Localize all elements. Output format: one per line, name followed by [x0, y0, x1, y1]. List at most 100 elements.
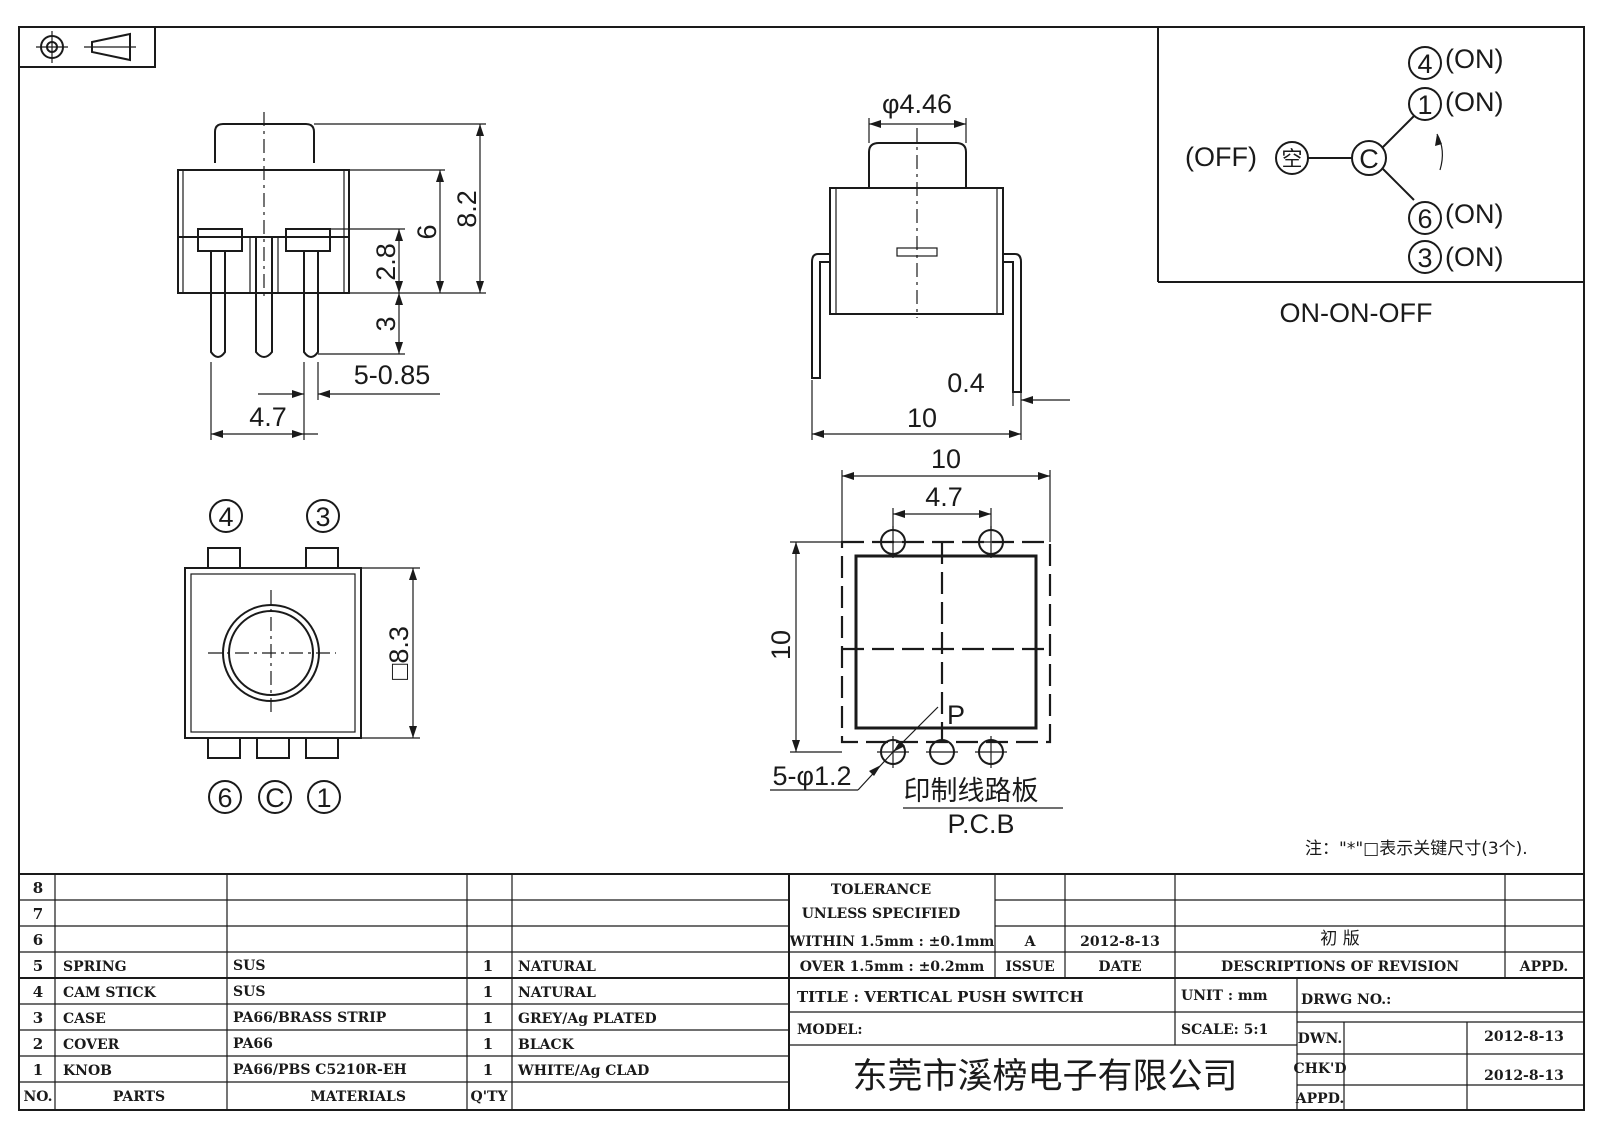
dim-4-7-front: 4.7 — [249, 402, 287, 432]
pin-1-label: 1 — [316, 783, 331, 813]
drawing-title: TITLE : VERTICAL PUSH SWITCH — [797, 988, 1084, 1006]
drawn-date: 2012-8-13 — [1484, 1029, 1564, 1045]
key-dimension-note: 注："*"□表示关键尺寸(3个). — [1305, 839, 1528, 859]
bom-material: PA66/BRASS STRIP — [233, 1010, 387, 1026]
bom-remark: GREY/Ag PLATED — [518, 1011, 657, 1027]
sheet-border — [18, 26, 1585, 1111]
bom-row: 5 SPRING SUS 1 NATURAL — [33, 957, 596, 975]
drawing-scale: SCALE: 5:1 — [1181, 1022, 1268, 1038]
checked-by-label: CHK'D — [1294, 1061, 1347, 1077]
bom-part: CAM STICK — [63, 985, 157, 1001]
schematic-pin-4: 4 — [1417, 49, 1432, 79]
bom-row: 1 KNOB PA66/PBS C5210R-EH 1 WHITE/Ag CLA… — [33, 1061, 649, 1079]
bom-header-qty: Q'TY — [471, 1089, 509, 1105]
pin-4-label: 4 — [218, 502, 233, 532]
bom-header-no: NO. — [23, 1089, 52, 1105]
title-block-grid — [19, 873, 1584, 1110]
schematic-pin-4-marker — [1408, 46, 1442, 80]
revision-date-header: DATE — [1098, 959, 1141, 975]
pcb-label-en: P.C.B — [947, 809, 1014, 839]
pcb-hole-pin-4 — [877, 526, 909, 558]
bom-header-materials: MATERIALS — [310, 1089, 406, 1105]
revision-desc-header: DESCRIPTIONS OF REVISION — [1221, 959, 1459, 975]
pin-1-marker — [307, 780, 341, 814]
schematic-off-label: (OFF) — [1185, 142, 1257, 172]
bom-header: NO. PARTS MATERIALS Q'TY — [23, 1089, 508, 1105]
pcb-layout — [840, 526, 1052, 768]
pcb-hole-pin-c — [926, 739, 958, 765]
side-view — [811, 128, 1022, 393]
dim-0-4: 0.4 — [947, 368, 985, 398]
bom-part: KNOB — [63, 1063, 112, 1079]
bom-material: SUS — [233, 958, 265, 974]
schematic-pin-6-marker — [1408, 201, 1442, 235]
revision-date: 2012-8-13 — [1080, 934, 1160, 950]
pin-4-marker — [209, 499, 243, 533]
bom-row: 3 CASE PA66/BRASS STRIP 1 GREY/Ag PLATED — [33, 1009, 657, 1027]
tolerance-line-3: WITHIN 1.5mm : ±0.1mm — [789, 934, 995, 950]
dim-8-2: 8.2 — [452, 190, 482, 228]
bom-row: 6 — [33, 931, 43, 949]
bom-no: 1 — [33, 1061, 43, 1079]
schematic-pin-1: 1 — [1417, 90, 1432, 120]
bom-remark: NATURAL — [518, 959, 596, 975]
schematic-pin-3-state: (ON) — [1445, 242, 1503, 272]
revision-block: A 2012-8-13 初 版 ISSUE DATE DESCRIPTIONS … — [1005, 929, 1568, 975]
title-info-block: TITLE : VERTICAL PUSH SWITCH UNIT : mm D… — [797, 988, 1564, 1107]
schematic-pin-6-state: (ON) — [1445, 199, 1503, 229]
bom-no: 6 — [33, 931, 43, 949]
dim-10-side: 10 — [907, 403, 937, 433]
drawing-unit: UNIT : mm — [1181, 988, 1268, 1004]
dim-5-0-85: 5-0.85 — [354, 360, 431, 390]
bom-table: 8 7 6 5 SPRING SUS 1 NATURAL 4 CAM STICK… — [23, 879, 656, 1105]
checked-date: 2012-8-13 — [1484, 1068, 1564, 1084]
pin-c-label: C — [265, 783, 285, 813]
schematic-pin-3: 3 — [1417, 243, 1432, 273]
pin-6-label: 6 — [217, 783, 232, 813]
bom-material: PA66/PBS C5210R-EH — [233, 1062, 407, 1078]
bom-material: PA66 — [233, 1036, 273, 1052]
bom-qty: 1 — [483, 1061, 493, 1079]
revision-issue-header: ISSUE — [1005, 959, 1054, 975]
bom-qty: 1 — [483, 1009, 493, 1027]
bom-part: CASE — [63, 1011, 106, 1027]
tolerance-line-2: UNLESS SPECIFIED — [802, 906, 961, 922]
schematic-pin-1-marker — [1408, 87, 1442, 121]
bom-material: SUS — [233, 984, 265, 1000]
bom-qty: 1 — [483, 957, 493, 975]
top-view: □8.3 — [184, 547, 420, 759]
third-angle-projection-icon — [36, 31, 136, 63]
bom-row: 2 COVER PA66 1 BLACK — [33, 1035, 575, 1053]
revision-issue: A — [1024, 934, 1037, 950]
schematic-empty-contact: 空 — [1282, 147, 1303, 171]
bom-row: 7 — [33, 905, 43, 923]
schematic-caption: ON-ON-OFF — [1280, 298, 1433, 328]
schematic-pin-3-marker — [1408, 240, 1442, 274]
bom-no: 3 — [33, 1009, 43, 1027]
bom-no: 2 — [33, 1035, 43, 1053]
pcb-hole-pin-3 — [975, 526, 1007, 558]
bom-remark: NATURAL — [518, 985, 596, 1001]
drawing-number-label: DRWG NO.: — [1301, 992, 1391, 1008]
top-view-pin-labels: 4 3 6 C 1 — [208, 499, 341, 814]
tolerance-block: TOLERANCE UNLESS SPECIFIED WITHIN 1.5mm … — [789, 882, 995, 975]
dim-pcb-10-width: 10 — [931, 444, 961, 474]
pin-6-marker — [208, 780, 242, 814]
pcb-label-cn: 印制线路板 — [904, 776, 1039, 807]
drawing-model: MODEL: — [797, 1022, 863, 1038]
pcb-hole-pin-1 — [975, 736, 1007, 768]
side-view-dimensions: φ4.46 10 0.4 — [811, 89, 1070, 440]
schematic-pin-4-state: (ON) — [1445, 44, 1503, 74]
dim-2-8: 2.8 — [371, 243, 401, 281]
front-view-dimensions: 8.2 6 2.8 3 5-0.85 4.7 — [210, 123, 486, 440]
schematic-pin-1-state: (ON) — [1445, 87, 1503, 117]
bom-remark: BLACK — [518, 1037, 575, 1053]
bom-no: 7 — [33, 905, 43, 923]
dim-square-8-3: □8.3 — [384, 626, 414, 680]
schematic-pin-6: 6 — [1417, 204, 1432, 234]
bom-remark: WHITE/Ag CLAD — [517, 1063, 649, 1079]
bom-no: 5 — [33, 957, 43, 975]
pin-c-marker — [258, 780, 292, 814]
